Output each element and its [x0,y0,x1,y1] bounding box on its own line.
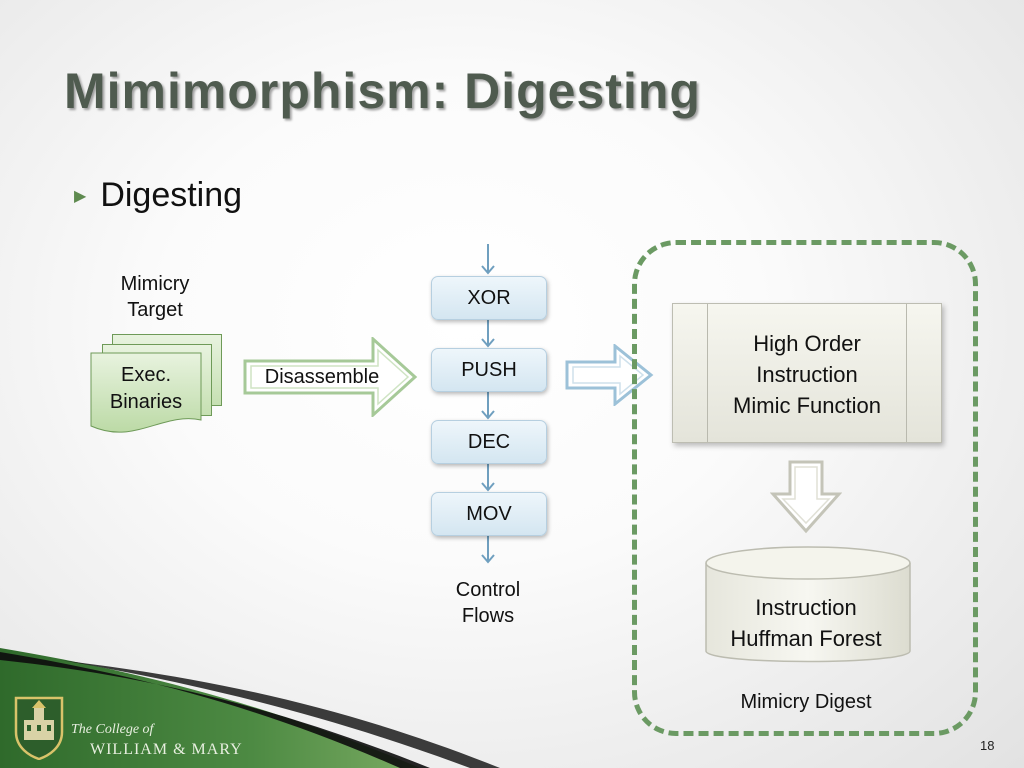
box-divider-left [707,304,708,442]
exec-line1: Exec. [120,364,172,386]
control-flows-label: Control Flows [433,577,543,629]
mimicry-target-label: Mimicry Target [100,271,210,323]
control-flows-line1: Control [455,579,521,601]
instruction-dec: DEC [431,420,547,464]
crest-logo [14,696,64,760]
huffman-forest-label: Instruction Huffman Forest [706,592,906,654]
disassemble-label: Disassemble [264,366,380,388]
high-order-label: High Order Instruction Mimic Function [707,328,907,421]
high-order-line3: Mimic Function [733,393,881,418]
huffman-line1: Instruction [755,595,857,620]
down-arrow [770,460,842,534]
control-flow-connectors [481,244,495,564]
exec-binaries-stack: Exec. Binaries [90,334,230,438]
mimicry-target-line2: Target [127,299,183,321]
instruction-xor: XOR [431,276,547,320]
mimicry-digest-container [632,240,978,736]
college-name-line1: The College of [71,722,154,737]
mimicry-digest-label: Mimicry Digest [740,691,872,713]
bullet-item: ▶ Digesting [74,176,242,215]
slide-title: Mimimorphism: Digesting [64,63,701,119]
page-number: 18 [980,738,995,753]
instruction-mov: MOV [431,492,547,536]
control-flows-line2: Flows [461,605,515,627]
huffman-line2: Huffman Forest [730,626,882,651]
high-order-line2: Instruction [756,362,858,387]
disassemble-arrow [243,337,418,417]
bullet-text: Digesting [100,176,243,214]
exec-line2: Binaries [109,391,183,413]
high-order-mimic-function-box: High Order Instruction Mimic Function [672,303,942,443]
doc-page-front [90,352,202,433]
bullet-arrow-icon: ▶ [74,187,87,205]
mimicry-target-line1: Mimicry [120,273,190,295]
high-order-line1: High Order [753,331,861,356]
instruction-push: PUSH [431,348,547,392]
box-divider-right [906,304,907,442]
huffman-forest-cylinder [705,546,911,663]
college-name-line2: WILLIAM & MARY [90,741,243,758]
exec-binaries-label: Exec. Binaries [90,362,202,416]
